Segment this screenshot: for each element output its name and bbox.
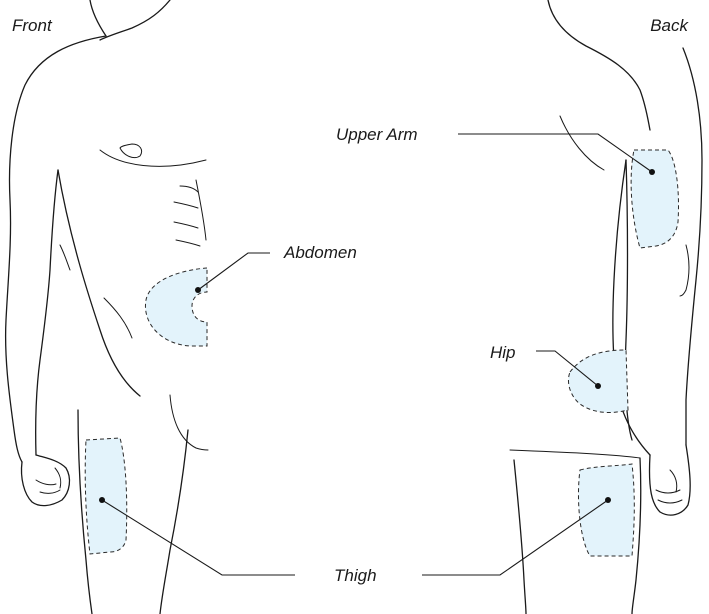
upper-arm-site-area (631, 150, 678, 248)
hip-label: Hip (490, 343, 516, 362)
thigh-leader-line-front (102, 500, 295, 575)
hip-leader-dot (595, 383, 601, 389)
back-thigh-leader-dot (605, 497, 611, 503)
abdomen-label: Abdomen (283, 243, 357, 262)
upper-arm-label: Upper Arm (336, 125, 418, 144)
abdomen-leader-line (198, 253, 270, 290)
abdomen-site-area (145, 268, 207, 346)
upper-arm-leader-dot (649, 169, 655, 175)
upper-arm-leader-line (458, 134, 652, 172)
front-thigh-site-area (85, 438, 127, 554)
hip-site-area (568, 350, 628, 412)
thigh-label: Thigh (334, 566, 377, 585)
back-view-label: Back (650, 16, 689, 35)
front-view-label: Front (12, 16, 53, 35)
abdomen-leader-dot (195, 287, 201, 293)
front-thigh-leader-dot (99, 497, 105, 503)
back-thigh-site-area (578, 464, 634, 556)
